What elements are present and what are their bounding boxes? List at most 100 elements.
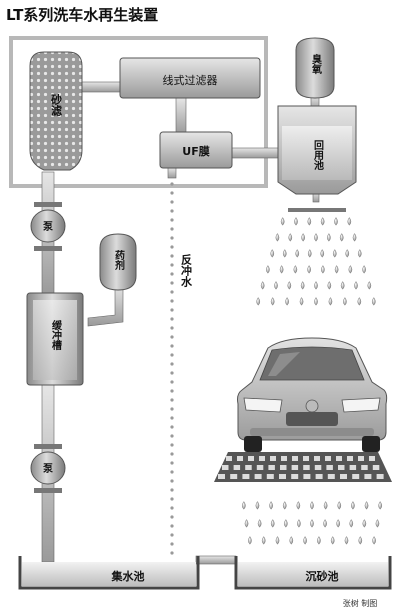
floor-grate-slot [303, 465, 310, 470]
backwash-drop [170, 452, 174, 456]
backwash-drop [170, 344, 174, 348]
spray-drop [303, 536, 307, 545]
spray-drop [364, 501, 369, 510]
backwash-drop [170, 533, 174, 537]
backwash-drop [170, 281, 174, 285]
floor-grate-slot [237, 456, 243, 461]
spray-drop [293, 265, 298, 274]
spray-drop [340, 281, 345, 290]
pump-lower: 泵 [30, 444, 66, 493]
cartridge-filter-label: 线式过滤器 [163, 73, 218, 87]
spray-drop [288, 233, 293, 242]
floor-grate-slot [292, 456, 298, 461]
spray-drop [307, 265, 311, 274]
backwash-drop [170, 515, 174, 519]
credit: 张树 制图 [343, 598, 378, 608]
collection-tank: 集水池 [18, 556, 200, 590]
spray-drop [323, 501, 328, 510]
backwash-drop [170, 299, 174, 303]
backwash-drop [170, 335, 174, 339]
backwash-drop [170, 380, 174, 384]
backwash-drop [170, 263, 174, 267]
sedimentation-tank: 沉砂池 [234, 556, 392, 590]
pump-upper-label: 泵 [43, 221, 54, 233]
backwash-drop [170, 371, 174, 375]
backwash-drop [170, 191, 174, 195]
spray-drop [362, 519, 367, 528]
backwash-drop [170, 398, 174, 402]
spray-drop [299, 297, 304, 306]
collection-tank-label: 集水池 [111, 569, 145, 583]
spray-drop [327, 281, 332, 290]
spray-drop [275, 536, 280, 545]
floor-grate-slot [270, 456, 276, 461]
backwash-drop [170, 326, 174, 330]
floor-grate-slot [361, 465, 368, 470]
spray-drop [348, 265, 353, 274]
spray-drop [275, 233, 280, 242]
floor-grate-slot [230, 474, 238, 479]
backwash-drop [170, 488, 174, 492]
floor-grate-slot [336, 456, 342, 461]
floor-grate-slot [358, 456, 364, 461]
backwash-drop [170, 389, 174, 393]
spray-drop [334, 265, 339, 274]
spray-drop [274, 281, 278, 290]
spray-drop [294, 217, 298, 226]
spray-drop [317, 536, 321, 545]
floor-grate-slot [279, 474, 286, 479]
backwash-drop [170, 227, 174, 231]
sand-filter: 砂滤 [29, 51, 83, 171]
spray-drop [248, 536, 252, 545]
floor-grate-slot [226, 456, 232, 461]
spray-drop [300, 281, 305, 290]
floor-grate-slot [314, 465, 322, 470]
backwash-drop [170, 551, 174, 555]
spray-drop [270, 519, 275, 528]
spray-drop [320, 249, 325, 258]
spray-drop [314, 281, 318, 290]
diagram-title: LT系列洗车水再生装置 [6, 6, 158, 24]
spray-drop [336, 519, 341, 528]
backwash-drop [170, 236, 174, 240]
spray-drop [351, 501, 355, 510]
spray-drop [282, 501, 287, 510]
spray-drop [339, 233, 344, 242]
floor-grate-slot [281, 456, 287, 461]
floor-grate-slot [242, 474, 250, 479]
backwash-drop [170, 470, 174, 474]
filtration-frame [9, 36, 268, 188]
backwash-drop [170, 506, 174, 510]
backwash-drop [170, 245, 174, 249]
backwash-drop [170, 362, 174, 366]
floor-grate-slot [248, 456, 254, 461]
spray-drop [282, 249, 287, 258]
backwash-drop [170, 461, 174, 465]
spray-drop [287, 281, 292, 290]
floor-grate-slot [256, 465, 264, 470]
spray-drop [314, 297, 318, 306]
pump-lower-label: 泵 [43, 463, 54, 475]
spray-drop [296, 501, 301, 510]
spray-drop [367, 281, 372, 290]
chemical-tank: 药剂 [99, 233, 137, 291]
spray-drop [283, 519, 288, 528]
backwash-drop [170, 317, 174, 321]
spray-drop [310, 501, 314, 510]
floor-grate-slot [222, 465, 229, 470]
spray-drop [270, 249, 275, 258]
floor-grate-slot [376, 474, 384, 479]
spray-drop [295, 249, 300, 258]
floor-grate-slot [352, 474, 360, 479]
floor-grate-slot [291, 474, 299, 479]
floor-grate-slot [254, 474, 262, 479]
spray-drop [280, 217, 285, 226]
reuse-tank-label: 回用池 [312, 140, 325, 171]
spray-drop [244, 519, 249, 528]
backwash-drop [170, 542, 174, 546]
spray-drop [349, 519, 354, 528]
backwash-drop [170, 353, 174, 357]
floor-grate-slot [291, 465, 299, 470]
backwash-drop [170, 308, 174, 312]
